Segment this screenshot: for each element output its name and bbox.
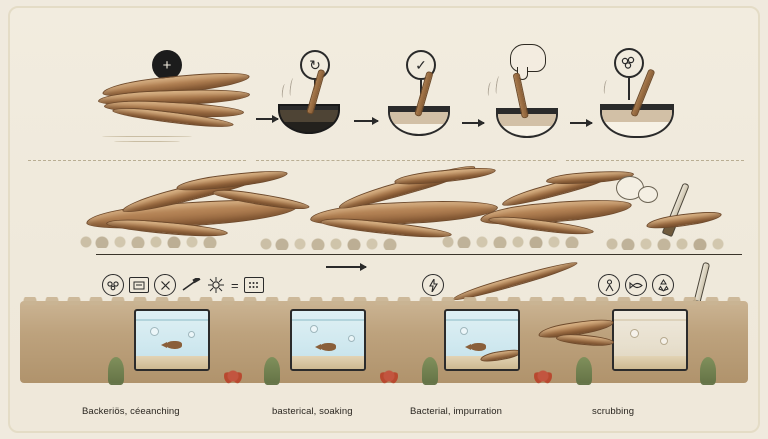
- diagram-frame: + ↻: [8, 6, 760, 433]
- long-stick: [450, 258, 580, 304]
- check-glyph: ✓: [415, 57, 427, 73]
- steam-wisp: [603, 79, 609, 95]
- bacteria-icon: [614, 48, 644, 78]
- equals-sign: =: [231, 277, 239, 293]
- steam-cloud: [638, 186, 658, 203]
- caption-1: Backeriös, céeanching: [82, 406, 180, 417]
- caption-4: scrubbing: [592, 406, 635, 417]
- plus-icon: +: [152, 50, 182, 80]
- pebble-bed: [606, 236, 726, 250]
- ripple-line: [114, 141, 180, 142]
- refresh-glyph: ↻: [309, 57, 321, 73]
- aquatic-plant: [264, 357, 280, 385]
- driftwood-center: [309, 160, 500, 244]
- arrow-4: [570, 119, 593, 127]
- person-icon[interactable]: [598, 274, 620, 296]
- check-icon: ✓: [406, 50, 436, 80]
- tank-1: [134, 309, 210, 371]
- ripple-line: [102, 136, 192, 137]
- step-5-stem: [628, 78, 630, 100]
- step-3[interactable]: ✓: [406, 50, 436, 80]
- germ-icon[interactable]: [206, 276, 226, 294]
- aquatic-plant: [422, 357, 438, 385]
- fish-icon[interactable]: [625, 274, 647, 296]
- fish: [161, 341, 182, 349]
- caption-2: basterical, soaking: [272, 406, 353, 417]
- step-5[interactable]: [614, 48, 644, 78]
- step-2[interactable]: ↻: [300, 50, 330, 80]
- lightning-icon[interactable]: [422, 274, 444, 296]
- tank-3: [444, 309, 520, 371]
- divider-dashed-left: [28, 160, 246, 161]
- icon-group-1[interactable]: =: [102, 274, 264, 296]
- steam-wisp: [288, 77, 296, 97]
- arrow-2: [354, 117, 379, 125]
- coral-decor: [224, 367, 242, 385]
- tank-2: [290, 309, 366, 371]
- driftwood-large-left: [85, 165, 311, 244]
- aquatic-plant: [108, 357, 124, 385]
- plus-glyph: +: [162, 56, 172, 74]
- refresh-icon: ↻: [300, 50, 330, 80]
- aquarium-icon-band: =: [10, 258, 758, 310]
- pebble-bed: [80, 234, 230, 248]
- icon-group-2[interactable]: [422, 274, 444, 296]
- steam-wisp: [494, 75, 502, 95]
- recycle-icon[interactable]: [652, 274, 674, 296]
- bacteria-icon[interactable]: [102, 274, 124, 296]
- driftwood-right: [479, 166, 640, 242]
- fish: [465, 343, 486, 351]
- bacteria-glyph: [621, 56, 635, 69]
- hand-scrub-icon: [510, 44, 546, 80]
- icon-group-3[interactable]: [598, 274, 674, 296]
- pebble-bed: [260, 236, 410, 250]
- arrow-row3-1: [326, 263, 367, 271]
- top-process-strip: + ↻: [10, 8, 758, 158]
- no-entry-icon[interactable]: [154, 274, 176, 296]
- driftwood-bundle: [94, 68, 254, 132]
- aquatic-plant: [576, 357, 592, 385]
- coral-decor: [380, 367, 398, 385]
- step-1[interactable]: +: [152, 50, 182, 80]
- caption-3: Bacterial, impurration: [410, 406, 502, 417]
- tag-icon[interactable]: [129, 277, 149, 293]
- grid-icon[interactable]: [243, 277, 264, 293]
- coral-decor: [534, 367, 552, 385]
- tank-4: [612, 309, 688, 371]
- steam-wisp: [281, 83, 287, 99]
- fish: [315, 343, 336, 351]
- hammer-icon[interactable]: [181, 276, 201, 292]
- driftwood-detail-strip: [10, 160, 758, 256]
- steam-wisp: [487, 81, 493, 97]
- divider-dashed-right: [566, 160, 744, 161]
- aquatic-plant: [700, 357, 716, 385]
- divider-solid: [96, 254, 742, 255]
- arrow-3: [462, 119, 485, 127]
- pebble-bed: [442, 234, 592, 248]
- divider-dashed-mid: [256, 160, 556, 161]
- driftwood-small: [645, 208, 723, 232]
- arrow-1: [256, 115, 279, 123]
